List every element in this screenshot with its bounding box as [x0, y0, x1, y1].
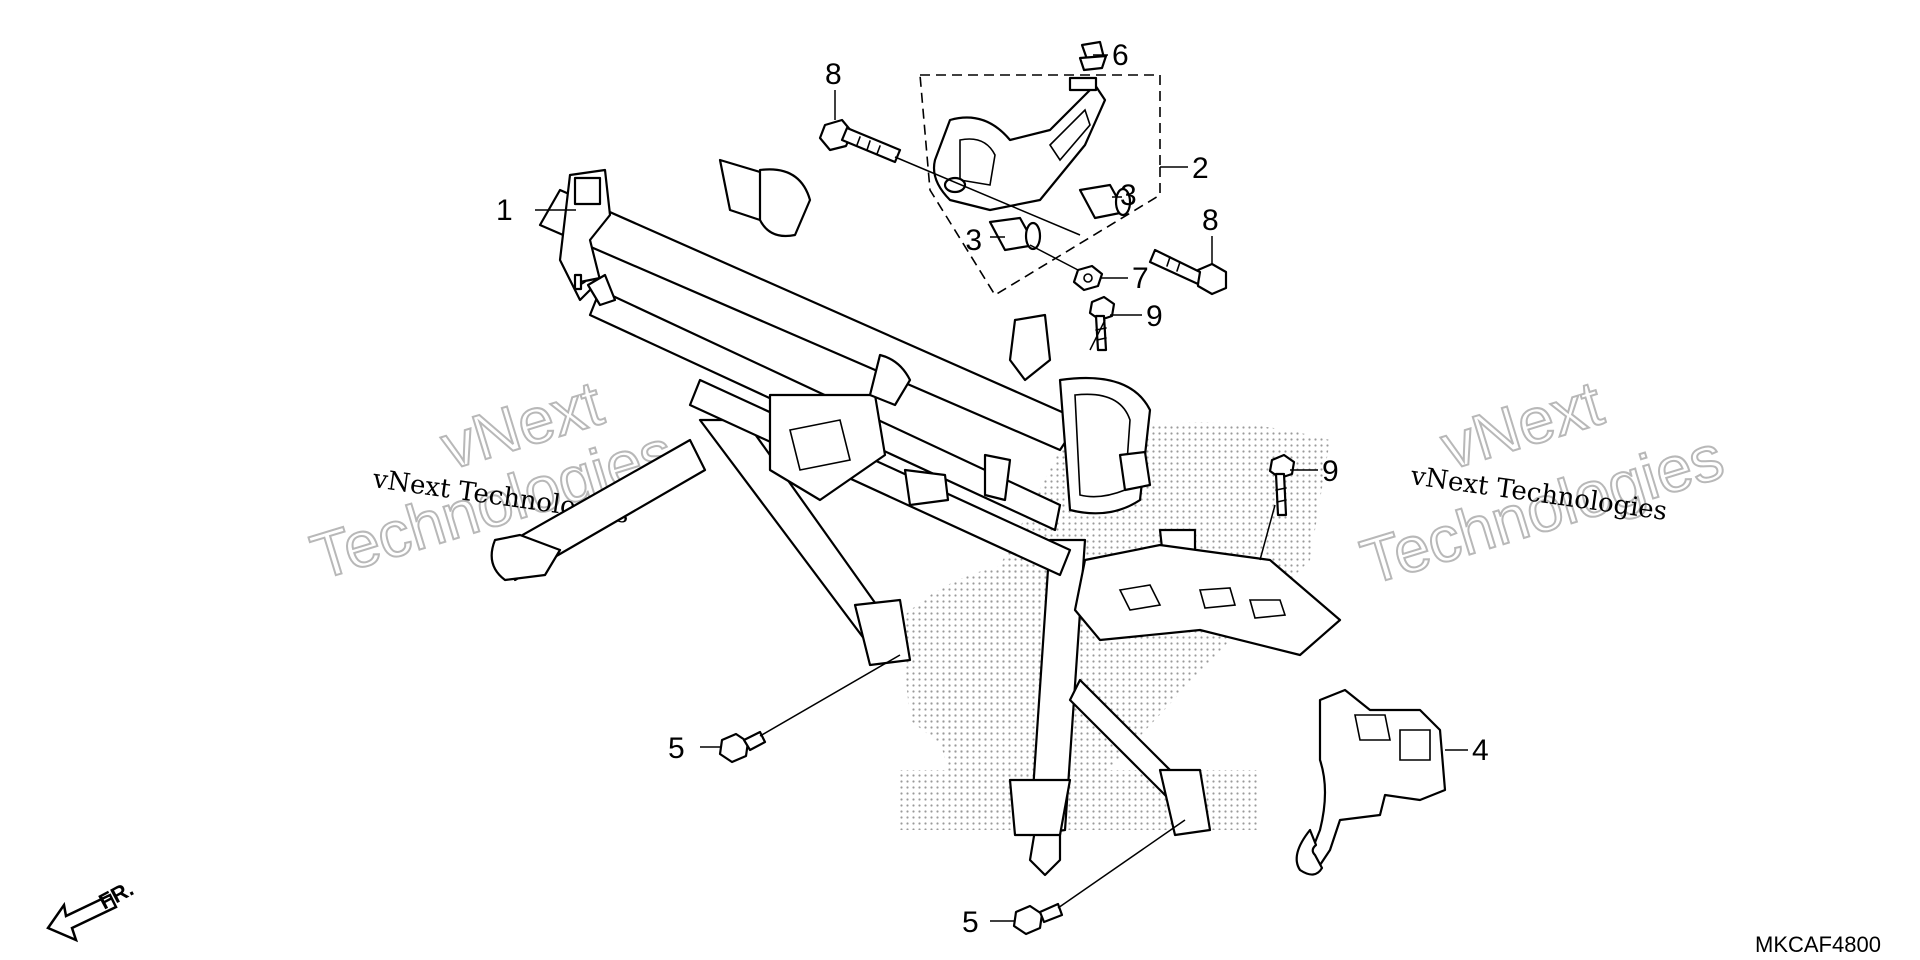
bracket-assembly: [919, 74, 1161, 297]
callout-2: 2: [1192, 152, 1209, 185]
callout-8a: 8: [825, 58, 842, 91]
callout-4: 4: [1472, 734, 1489, 767]
leader-lines: [535, 54, 1468, 922]
watermark-right: vNext Technologies vNext Technologies: [1352, 366, 1732, 600]
bolt-5a: [718, 730, 767, 764]
front-direction-indicator: FR.: [46, 876, 138, 943]
main-frame-stay: [490, 158, 1342, 877]
callout-1: 1: [496, 194, 513, 227]
callout-5b: 5: [962, 906, 979, 939]
callout-9b: 9: [1322, 455, 1339, 488]
bolt-8a: [818, 118, 902, 164]
callout-5a: 5: [668, 732, 685, 765]
bolt-5b: [1012, 902, 1064, 936]
front-arrow-icon: [46, 893, 118, 943]
callout-9a: 9: [1146, 300, 1163, 333]
bolt-8b: [1148, 248, 1228, 296]
diagram-code: MKCAF4800: [1755, 932, 1881, 957]
callout-labels: 1 2 3 3 4 5 5 6 7 8 8 9 9: [496, 39, 1489, 939]
nut-7: [1072, 264, 1104, 292]
collar-3a: [1078, 183, 1132, 220]
callout-6: 6: [1112, 39, 1129, 72]
bracket-4: [1295, 688, 1447, 876]
clip-6: [1078, 40, 1108, 72]
bolt-9b: [1268, 453, 1296, 517]
callout-3a: 3: [1120, 179, 1137, 212]
callout-7: 7: [1132, 262, 1149, 295]
callout-3b: 3: [965, 224, 982, 257]
callout-8b: 8: [1202, 204, 1219, 237]
collar-3b: [988, 216, 1042, 252]
